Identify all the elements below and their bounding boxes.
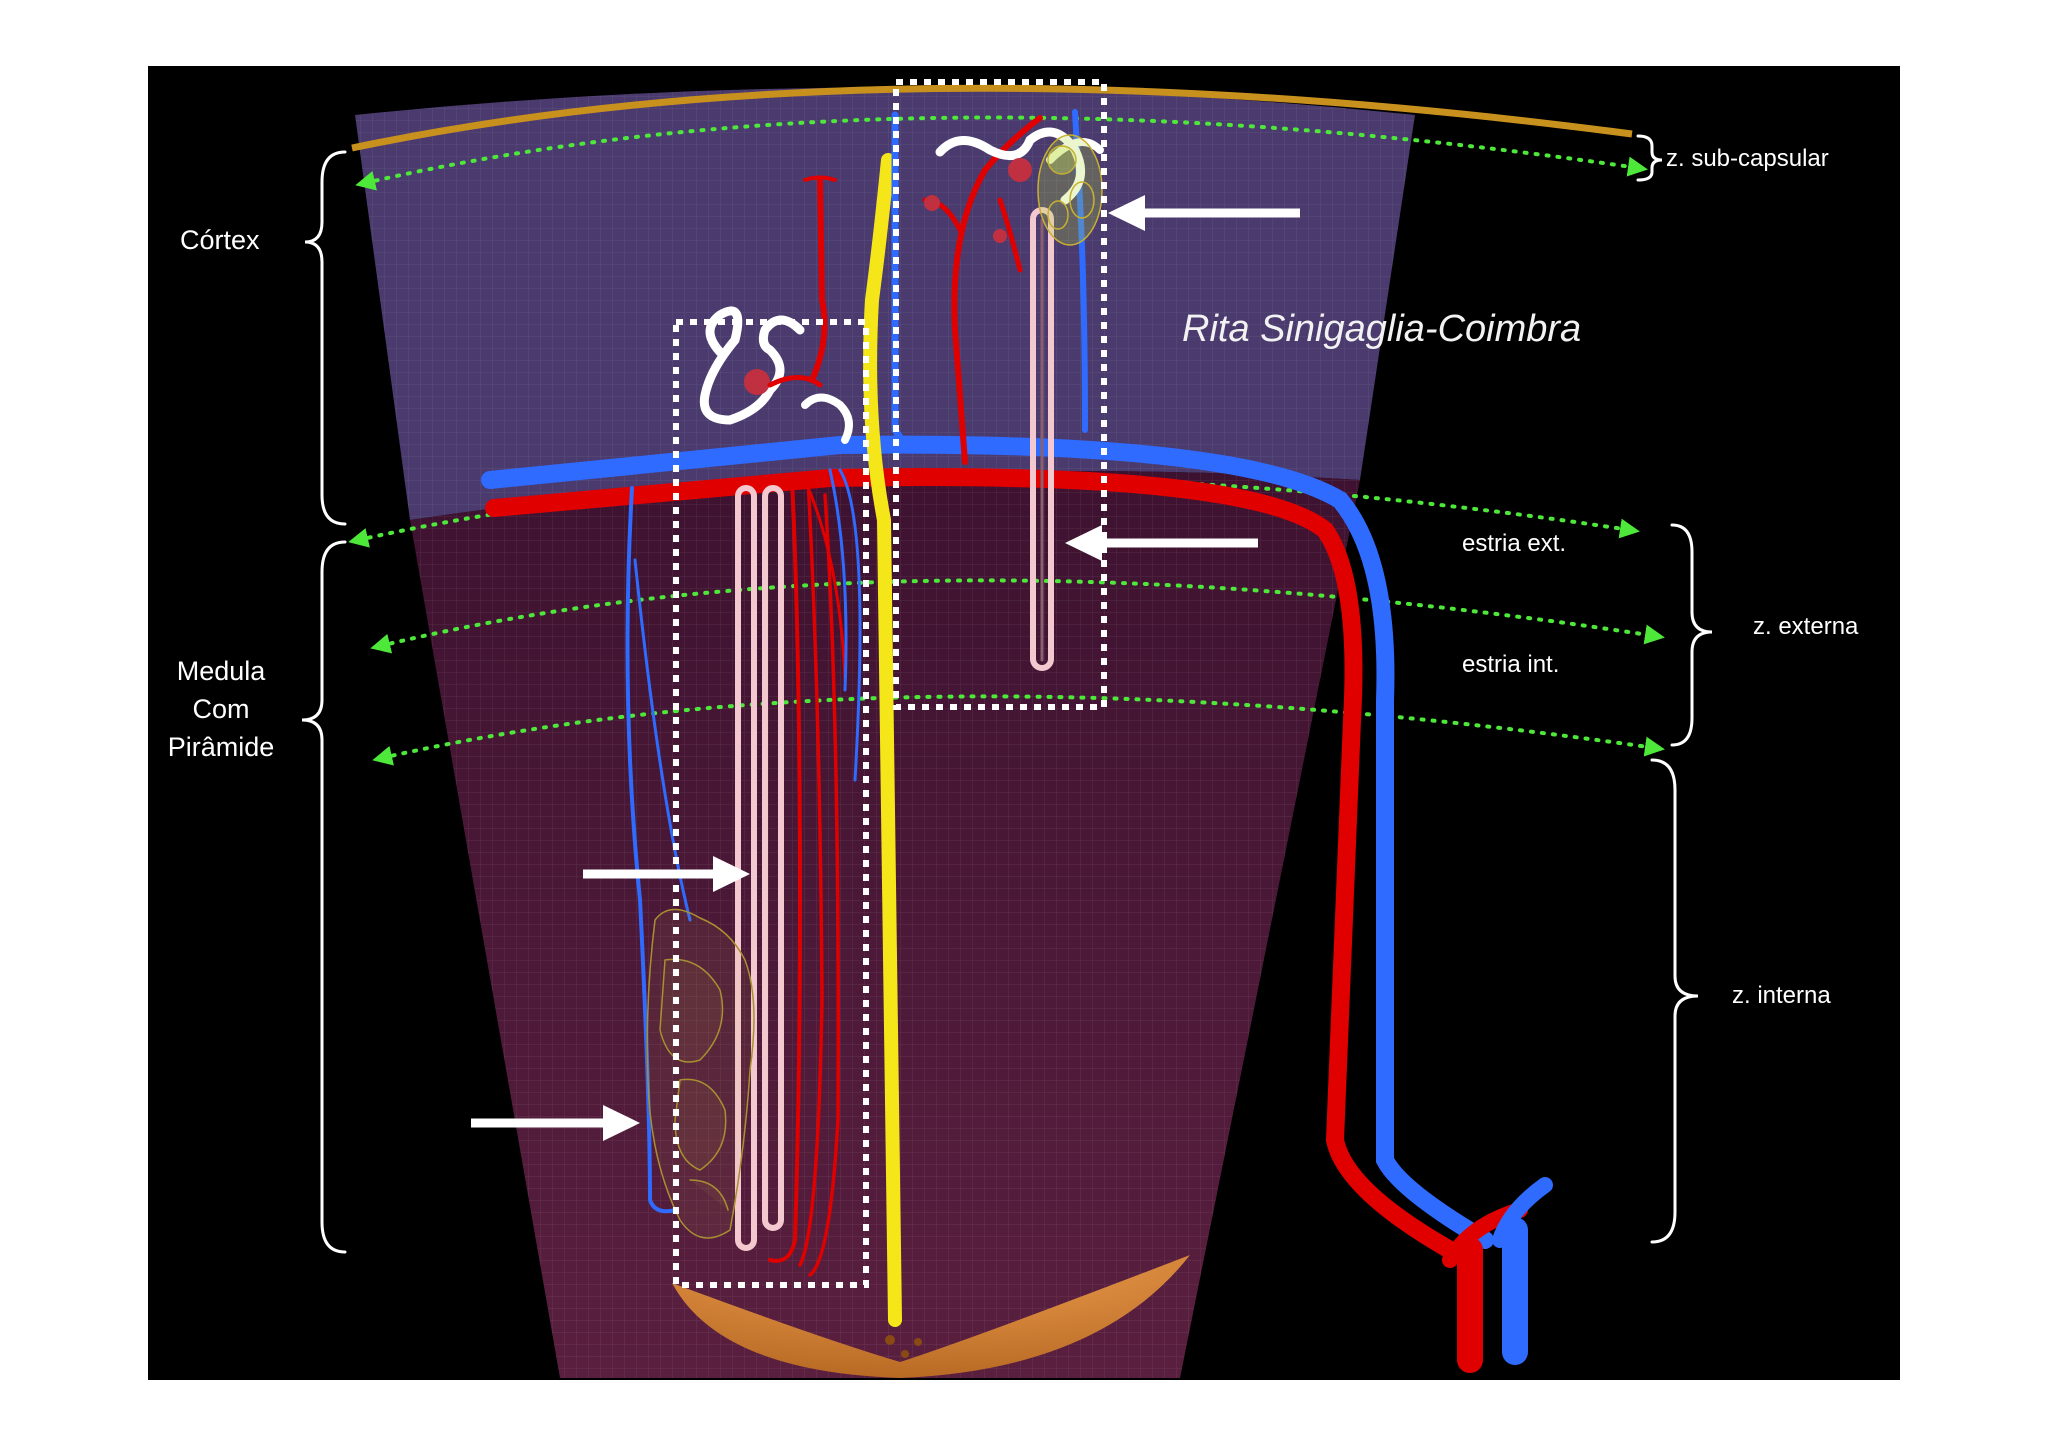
highlight-boxes <box>673 79 1107 1288</box>
juxtamedullary-proximal-tubule <box>699 306 805 425</box>
label-medulla-line1: Medula <box>176 656 266 686</box>
arrow-interstitial-cells <box>471 1105 640 1141</box>
label-estria-ext: estria ext. <box>1462 530 1567 557</box>
juxtamedullary-nephron-box <box>673 319 869 1288</box>
label-medulla-line2: Com <box>192 693 250 724</box>
arcuate-vessels <box>481 435 1553 1373</box>
juxtamedullary-efferent <box>767 375 823 388</box>
label-estria-int: estria int. <box>1462 651 1560 678</box>
label-medulla: Medula Com Pirâmide <box>160 655 282 764</box>
vasa-recta-arteries <box>768 478 803 1263</box>
label-z-interna: z. interna <box>1732 982 1831 1009</box>
arrow-juxtamedullary-loop <box>583 856 750 892</box>
brace-z-interna <box>1650 758 1699 1244</box>
brace-medulla <box>301 540 347 1254</box>
cortical-nephron-box <box>893 79 1107 710</box>
pointer-arrows <box>471 195 1300 1141</box>
arcuate-vein <box>481 435 1494 1249</box>
author-credit: Rita Sinigaglia-Coimbra <box>1182 308 1582 350</box>
brace-z-externa <box>1670 523 1713 747</box>
renal-papilla <box>672 1255 1190 1378</box>
cortex-region <box>355 87 1415 520</box>
cortical-proximal-tubule <box>935 127 1086 205</box>
cortical-nephron <box>803 109 1104 671</box>
juxtamedullary-loop-of-henle-1 <box>735 485 757 1251</box>
label-sub-capsular: z. sub-capsular <box>1666 145 1829 172</box>
arrow-cortical-glomerulus <box>1108 195 1300 231</box>
juxtamedullary-glomerulus <box>744 369 770 395</box>
boundary-subcapsular <box>355 115 1648 191</box>
brace-subcapsular <box>1636 134 1663 182</box>
collecting-duct <box>863 153 902 1327</box>
label-z-externa: z. externa <box>1753 613 1859 640</box>
renal-capsule <box>351 84 1633 152</box>
brace-cortex <box>304 150 347 526</box>
arrow-cortical-loop <box>1065 525 1258 561</box>
zone-braces <box>301 134 1713 1254</box>
arcuate-artery <box>485 468 1459 1259</box>
label-cortex: Córtex <box>180 225 260 255</box>
boundary-outer-stripe <box>370 578 1665 654</box>
cortical-loop-of-henle <box>1030 207 1054 671</box>
vasa-recta-veins <box>625 486 678 1214</box>
label-medulla-line3: Pirâmide <box>167 731 275 762</box>
peritubular-capillary-network <box>1037 134 1103 246</box>
cortical-artery-branches <box>951 115 1043 465</box>
cortical-glomerulus <box>1008 158 1032 182</box>
juxtamedullary-loop-of-henle-2 <box>762 485 784 1231</box>
boundary-inner-stripe <box>372 694 1665 766</box>
